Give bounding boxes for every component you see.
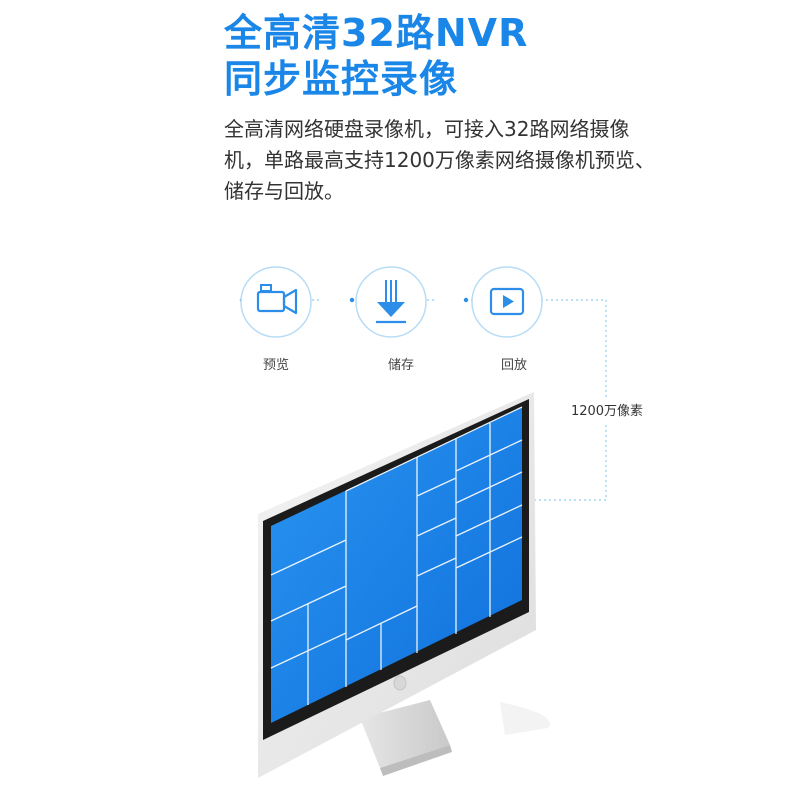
monitor-stand xyxy=(360,700,550,776)
feature-label-playback: 回放 xyxy=(500,358,527,373)
play-icon xyxy=(471,266,543,338)
resolution-label: 1200万像素 xyxy=(566,399,648,425)
download-storage-icon xyxy=(355,266,427,338)
camera-icon xyxy=(240,266,312,338)
apple-logo-icon xyxy=(393,675,407,691)
description-line: 机，单路最高支持1200万像素网络摄像机预览、 xyxy=(224,148,655,172)
feature-label-storage: 储存 xyxy=(387,358,414,373)
description-line: 储存与回放。 xyxy=(224,179,344,203)
feature-label-preview: 预览 xyxy=(262,358,289,373)
description: 全高清网络硬盘录像机，可接入32路网络摄像 机，单路最高支持1200万像素网络摄… xyxy=(224,114,655,207)
description-line: 全高清网络硬盘录像机，可接入32路网络摄像 xyxy=(224,117,630,141)
headline-line-1: 全高清32路NVR xyxy=(224,11,529,55)
connector-dot xyxy=(349,297,355,303)
connector-dot xyxy=(463,297,469,303)
screen-grid xyxy=(270,406,523,705)
headline-line-2: 同步监控录像 xyxy=(224,57,459,101)
monitor xyxy=(258,392,536,778)
